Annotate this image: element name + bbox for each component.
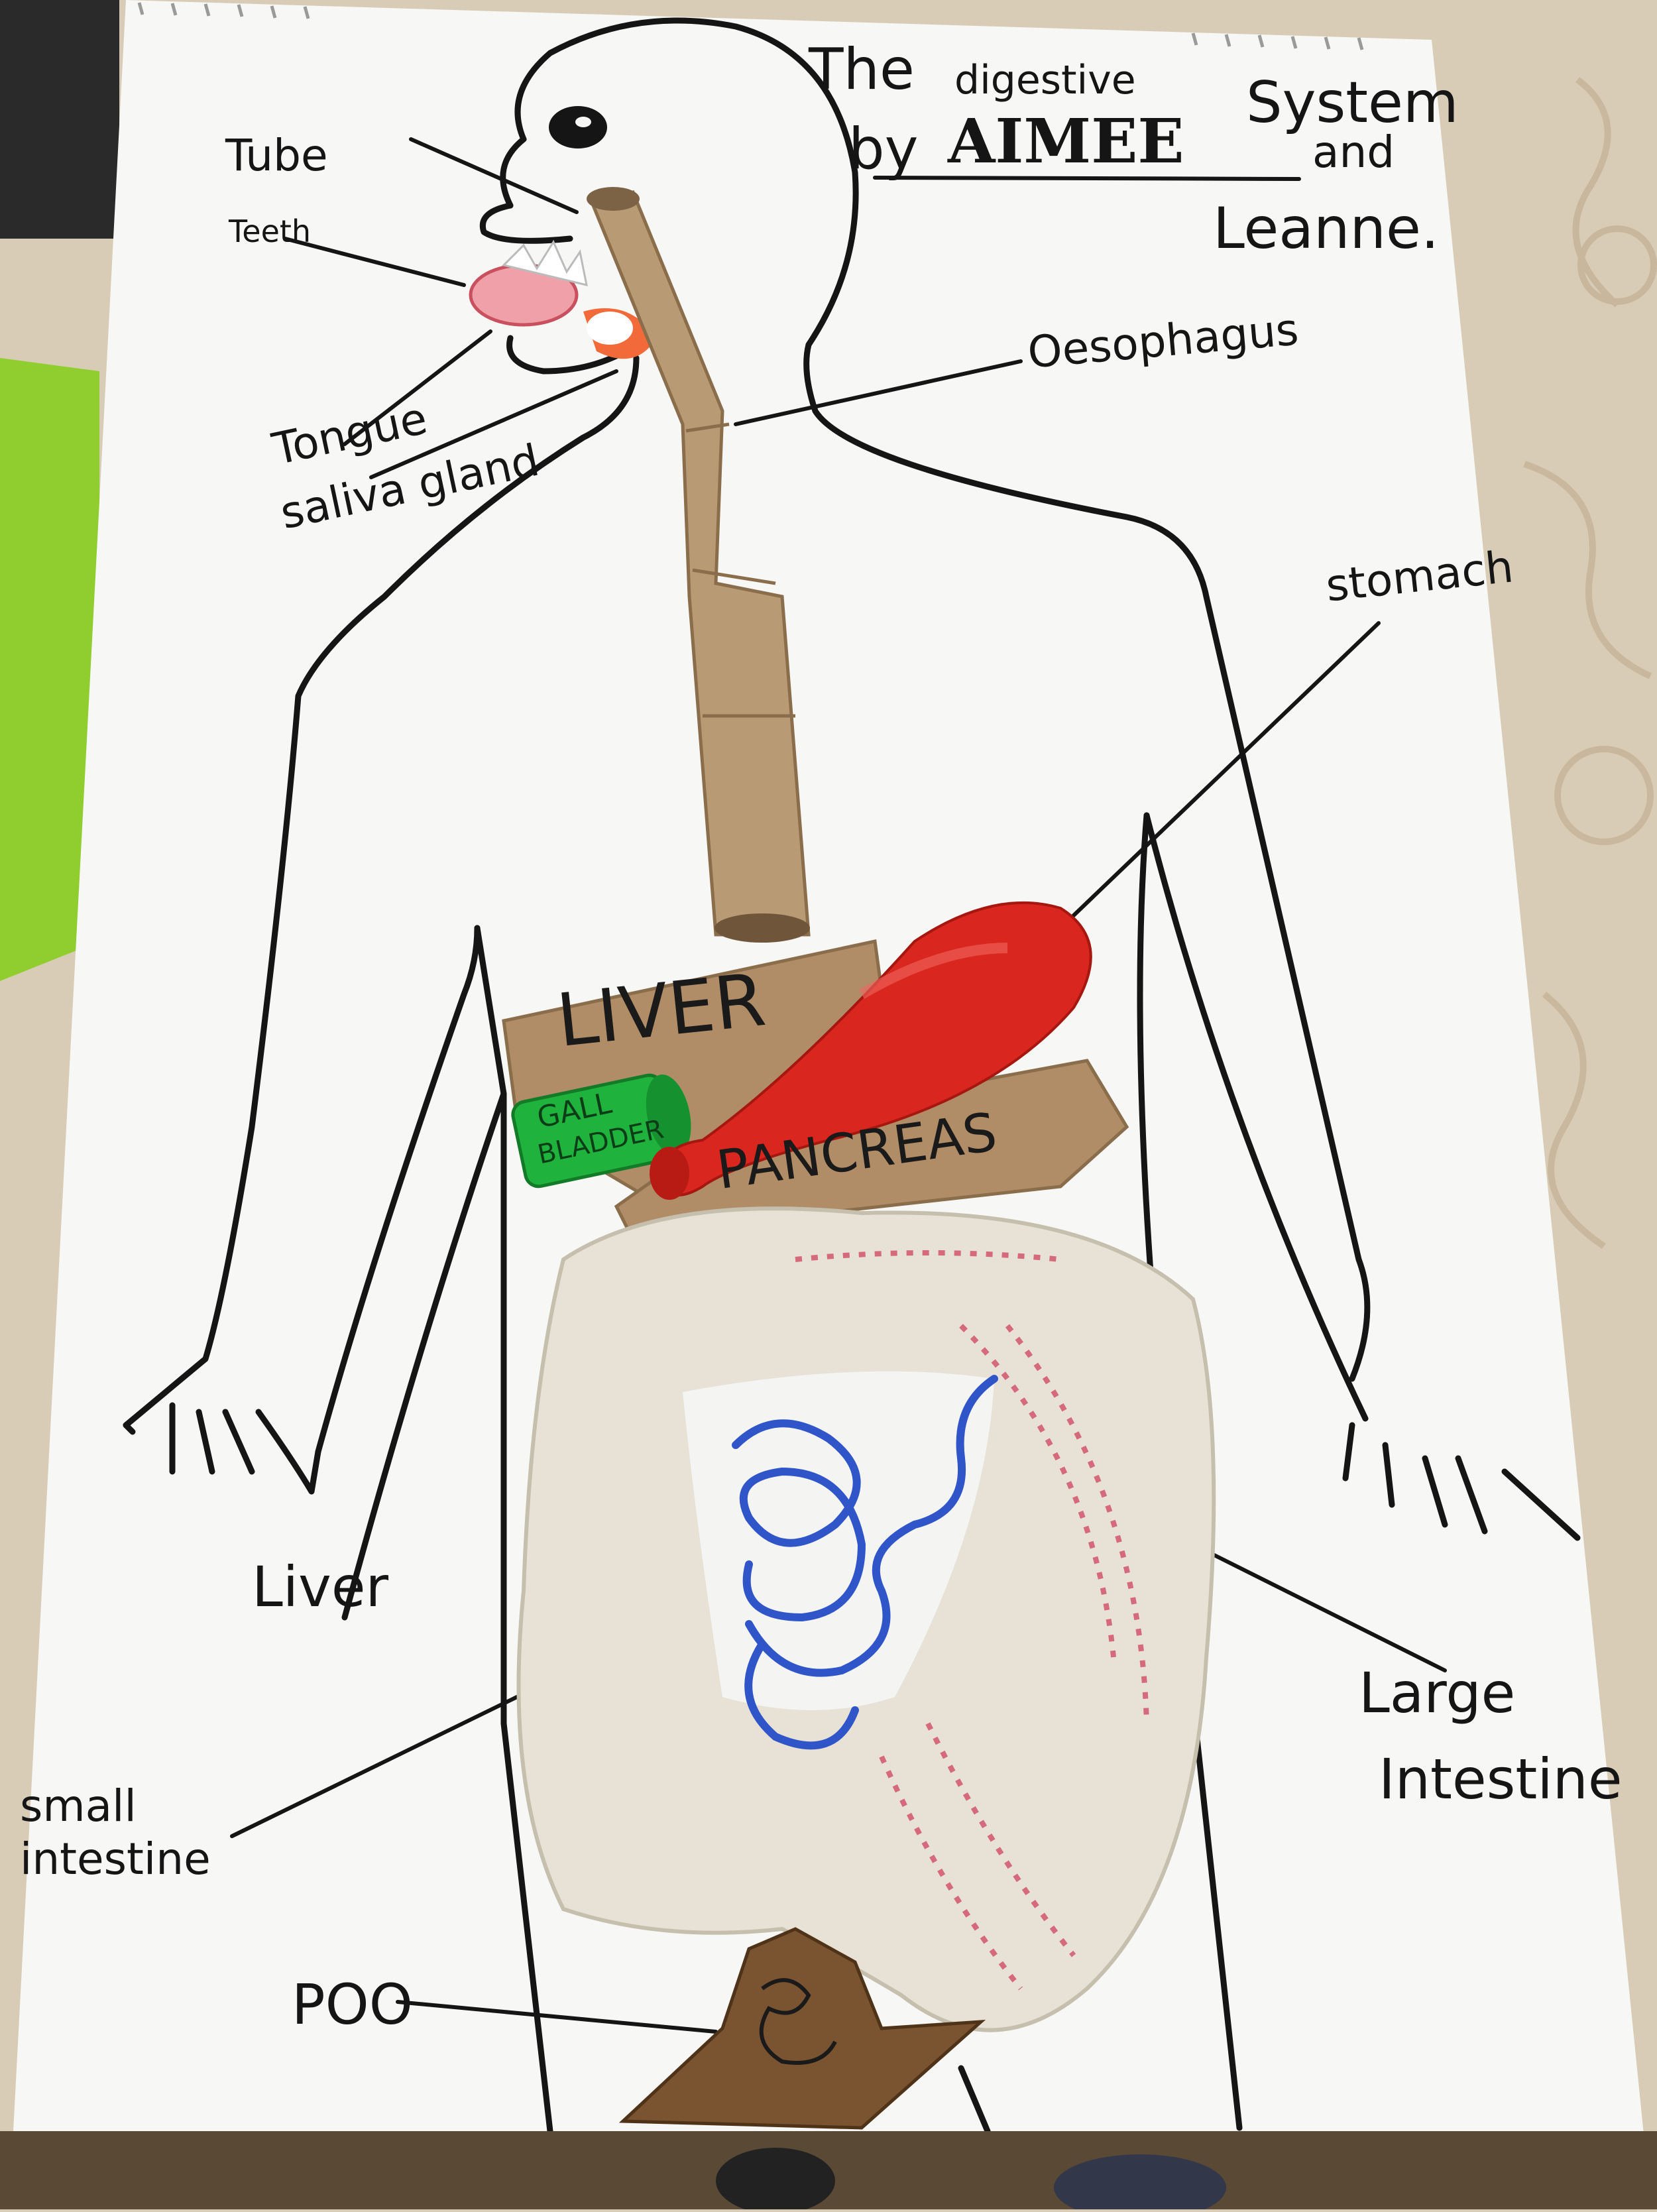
label-large-intestine-line2: Intestine xyxy=(1379,1750,1623,1808)
label-poo: POO xyxy=(292,1975,413,2034)
title-and: and xyxy=(1312,129,1395,175)
label-teeth: Teeth xyxy=(229,215,311,247)
keyboard-corner xyxy=(0,0,119,239)
title-author-aimee: AIMEE xyxy=(948,109,1184,174)
intestine-cloth xyxy=(519,1208,1214,2030)
label-tube: Tube xyxy=(225,133,328,178)
label-large-intestine-line1: Large xyxy=(1359,1664,1515,1722)
title-by: by xyxy=(848,119,918,179)
label-small-intestine-line1: small xyxy=(20,1783,137,1829)
label-small-intestine-line2: intestine xyxy=(20,1836,211,1882)
title-the: The xyxy=(809,40,915,99)
title-author-leanne: Leanne. xyxy=(1213,199,1439,259)
title-digestive: digestive xyxy=(954,60,1136,101)
title-underline xyxy=(875,178,1299,179)
eye xyxy=(549,106,607,148)
title-system: System xyxy=(1246,73,1459,133)
label-liver: Liver xyxy=(252,1558,388,1616)
